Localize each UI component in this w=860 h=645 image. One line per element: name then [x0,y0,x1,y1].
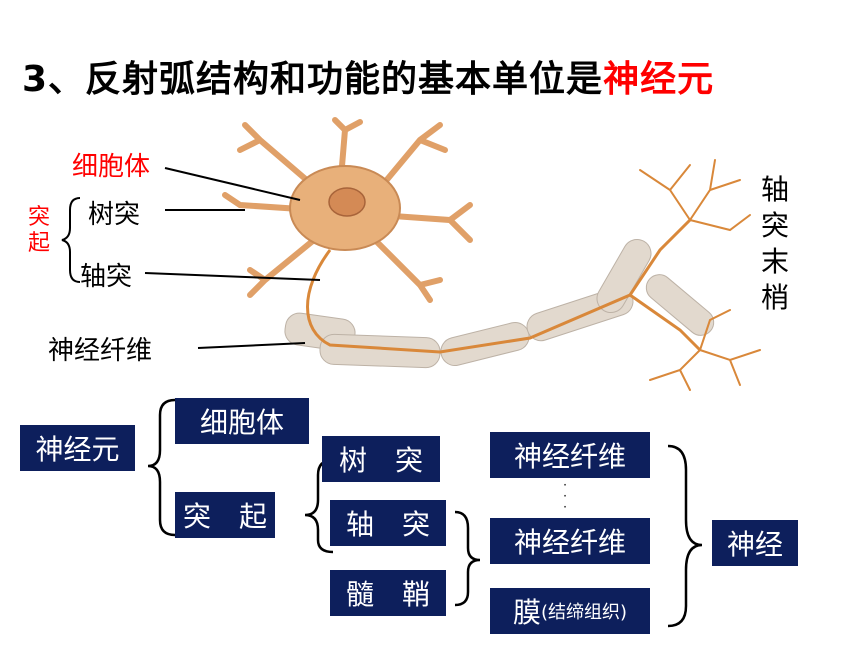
node-dendrite: 树 突 [322,436,440,482]
node-process: 突 起 [175,492,275,538]
myelin-sheath [284,238,715,369]
node-fiber-bottom: 神经纤维 [490,518,650,564]
label-cell-body: 细胞体 [72,152,151,182]
process-sub-brace [304,458,334,554]
process-brace [61,197,81,283]
label-nerve-fiber: 神经纤维 [48,336,153,366]
fiber-brace [454,510,481,607]
fiber-ellipsis: · · · [563,478,567,514]
label-axon: 轴突 [80,262,133,292]
nerve-brace [667,444,703,628]
page-title: 3、反射弧结构和功能的基本单位是神经元 [22,59,715,100]
node-cell-body: 细胞体 [175,398,309,444]
nucleus [328,187,366,217]
root-brace [147,398,176,537]
label-process-group: 突起 [28,205,51,256]
axon-line [306,218,702,354]
node-membrane: 膜(结缔组织) [490,588,650,634]
node-neuron: 神经元 [20,425,135,471]
axon-terminals [639,159,761,391]
label-dendrite: 树突 [88,200,141,230]
node-fiber-top: 神经纤维 [490,432,650,478]
title-highlight: 神经元 [603,59,715,100]
membrane-note: (结缔组织) [540,602,628,623]
node-axon: 轴 突 [330,500,446,546]
node-nerve: 神经 [712,520,798,566]
label-axon-terminal: 轴突末梢 [760,173,789,314]
membrane-label: 膜 [512,596,541,629]
node-sheath: 髓 鞘 [330,570,446,616]
pointer-lines [144,167,321,349]
